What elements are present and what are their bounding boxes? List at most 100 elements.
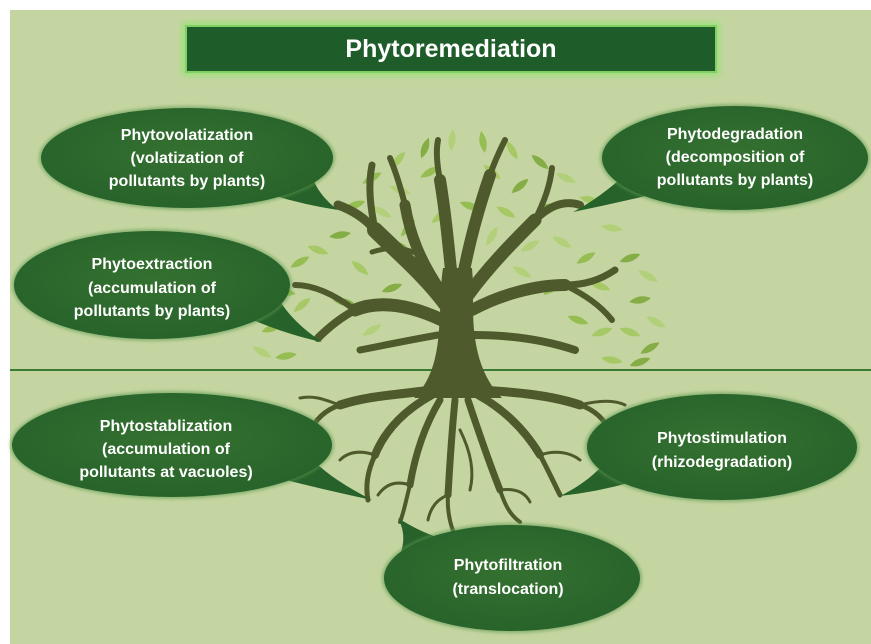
tree-root	[371, 391, 436, 459]
tree-root	[578, 399, 627, 407]
tree-branch	[292, 282, 358, 313]
leaf	[619, 253, 641, 263]
tree-root	[376, 481, 412, 497]
bubble-description: (volatization of	[131, 150, 245, 167]
leaf	[351, 260, 369, 276]
bubble-phytodegradation: Phytodegradation (decomposition of pollu…	[573, 104, 870, 212]
leaf	[479, 131, 487, 153]
page-title: Phytoremediation	[345, 35, 556, 63]
bubble-heading: Phytostimulation	[657, 430, 787, 447]
tree-root	[335, 385, 435, 410]
leaf	[567, 315, 589, 325]
tree-branch	[497, 219, 533, 258]
bubble-body	[384, 525, 640, 631]
tree-branch	[434, 174, 458, 286]
bubble-heading: Phytofiltration	[454, 557, 562, 574]
tree-root	[474, 391, 544, 459]
tree-root	[498, 488, 522, 524]
tree-root	[498, 488, 532, 504]
tree-root	[406, 396, 444, 489]
bubble-tail	[272, 176, 338, 210]
tree-branches	[292, 137, 619, 354]
bubble-phytovolatization: Phytovolatization (volatization of pollu…	[39, 106, 338, 210]
leaf	[552, 236, 572, 248]
bubble-heading: Phytovolatization	[121, 127, 253, 144]
tree-root	[444, 396, 459, 499]
leaf	[512, 266, 532, 278]
title-box	[185, 25, 717, 73]
tree-branch	[532, 165, 555, 223]
tree-illustration	[292, 137, 627, 537]
leaf	[290, 256, 310, 268]
bubble-body	[41, 108, 333, 208]
bubble-description: (accumulation of	[102, 441, 231, 458]
bubble-description: (translocation)	[452, 581, 563, 598]
bubble-body	[14, 231, 290, 339]
leaf	[640, 342, 660, 354]
tree-root	[426, 493, 450, 522]
tree-branch	[562, 282, 615, 323]
leaf	[293, 297, 311, 313]
tree-branch	[470, 331, 579, 354]
bubble-description: pollutants by plants)	[109, 173, 265, 190]
leaf	[420, 137, 430, 159]
bubble-body	[602, 106, 868, 210]
bubble-description: pollutants by plants)	[74, 303, 230, 320]
leaf	[629, 357, 651, 367]
tree-branch	[356, 331, 442, 354]
tree-root	[537, 452, 563, 498]
tree-root	[338, 450, 377, 462]
leaf	[520, 240, 540, 252]
bubble-heading: Phytoextraction	[92, 256, 213, 273]
tree-root	[538, 450, 582, 462]
leaf	[362, 324, 382, 336]
leaf	[496, 206, 516, 218]
tree-roots	[298, 385, 627, 537]
bubble-description: pollutants by plants)	[657, 172, 813, 189]
leaf	[252, 346, 272, 358]
leaf	[329, 231, 351, 239]
leaf	[531, 154, 549, 170]
bubble-heading: Phytodegradation	[667, 126, 803, 143]
bubble-phytoextraction: Phytoextraction (accumulation of polluta…	[12, 229, 322, 342]
bubble-phytostablization: Phytostablization (accumulation of pollu…	[10, 391, 372, 500]
leaf	[576, 252, 596, 264]
leaf	[381, 283, 403, 293]
tree-branch	[399, 199, 446, 296]
tree-branch	[487, 137, 508, 178]
bubble-body	[12, 393, 332, 497]
leaf	[556, 173, 576, 183]
leaf	[486, 226, 498, 246]
leaf	[372, 206, 392, 218]
leaf	[589, 281, 611, 291]
tree-branch	[456, 169, 496, 286]
bubble-phytofiltration: Phytofiltration (translocation)	[382, 518, 642, 633]
tree-root	[458, 428, 474, 492]
tree-root	[398, 483, 412, 524]
tree-root	[364, 452, 378, 503]
leaf	[275, 352, 297, 360]
tree-branch	[348, 298, 449, 327]
bubble-description: (accumulation of	[88, 280, 217, 297]
tree-root	[298, 395, 342, 407]
leaf	[629, 296, 651, 304]
leaf	[448, 129, 456, 151]
bubble-body	[587, 394, 857, 500]
leaf	[619, 327, 641, 337]
leaf	[511, 178, 529, 194]
tree-branch	[369, 245, 423, 258]
bubble-description: pollutants at vacuoles)	[79, 464, 252, 481]
bubble-heading: Phytostablization	[100, 418, 232, 435]
bubble-description: (rhizodegradation)	[652, 454, 792, 471]
tree-branch	[466, 279, 571, 316]
bubble-description: (decomposition of	[666, 149, 805, 166]
tree-trunk	[414, 268, 502, 398]
bubble-phytostimulation: Phytostimulation (rhizodegradation)	[560, 392, 859, 502]
tree-branch	[366, 161, 379, 234]
leaf	[601, 356, 623, 364]
leaf	[420, 166, 440, 178]
leaf	[307, 245, 329, 255]
tree-root	[464, 396, 504, 494]
leaf	[601, 224, 623, 232]
